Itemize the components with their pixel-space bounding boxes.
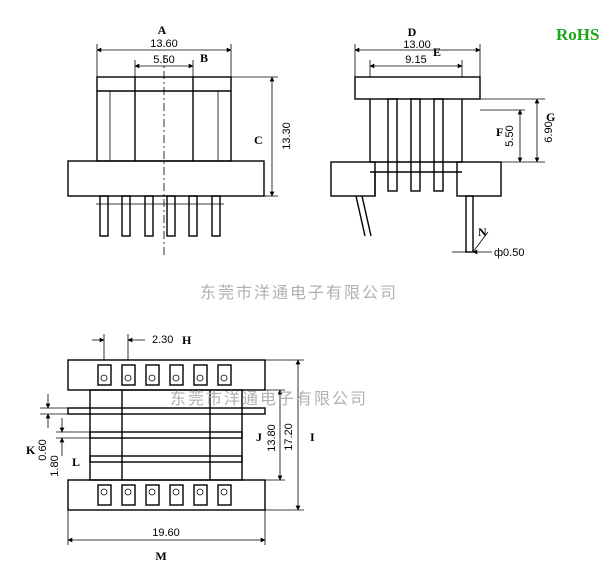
- dim-n-letter: N: [478, 225, 487, 239]
- dim-c-letter: C: [254, 133, 263, 147]
- side-view: D 13.00 9.15 E F 5.50 6.90 G N ф0.50: [330, 25, 555, 259]
- dim-m-letter: M: [155, 549, 166, 563]
- dim-e-value: 9.15: [405, 54, 426, 66]
- dim-g-letter: G: [546, 110, 555, 124]
- dim-i-letter: I: [310, 430, 315, 444]
- dim-d-value: 13.00: [403, 39, 431, 51]
- dim-b-letter: B: [200, 51, 208, 65]
- upper-pin-slots: [97, 364, 232, 386]
- front-view: A 13.60 5.50 B C 13.30: [67, 23, 293, 255]
- side-top-flange: [354, 76, 481, 100]
- dim-a-letter: A: [158, 23, 167, 37]
- dim-f-value: 5.50: [504, 125, 516, 146]
- top-view: 2.30 H 17.20 I 13.80 J 0.60 K 1.80 L 19.…: [26, 333, 315, 563]
- dim-l-value: 1.80: [49, 455, 61, 476]
- dim-j-letter: J: [256, 430, 262, 444]
- side-right-base: [456, 161, 502, 197]
- dim-l-letter: L: [72, 455, 80, 469]
- dim-c-value: 13.30: [281, 122, 293, 150]
- dim-k-letter: K: [26, 443, 36, 457]
- front-pins: [96, 195, 224, 237]
- watermark-company: 东莞市洋通电子有限公司: [200, 284, 398, 302]
- dim-m-value: 19.60: [152, 527, 180, 539]
- dim-n-value: ф0.50: [494, 247, 524, 259]
- dim-h-letter: H: [182, 333, 192, 347]
- lower-pin-slots: [97, 484, 232, 506]
- dim-d-letter: D: [408, 25, 417, 39]
- dim-i-value: 17.20: [283, 423, 295, 451]
- dim-g-value: 6.90: [543, 121, 555, 142]
- rohs-badge: RoHS: [556, 25, 599, 44]
- watermark-company-2: 东莞市洋通电子有限公司: [170, 390, 368, 408]
- dim-a-value: 13.60: [150, 38, 178, 50]
- dim-h-value: 2.30: [152, 334, 173, 346]
- dim-e-letter: E: [433, 45, 441, 59]
- dim-b-value: 5.50: [153, 54, 174, 66]
- dim-j-value: 13.80: [266, 424, 278, 452]
- dim-k-value: 0.60: [37, 439, 49, 460]
- side-left-base: [330, 161, 376, 197]
- dim-f-letter: F: [496, 125, 503, 139]
- front-base: [67, 160, 265, 197]
